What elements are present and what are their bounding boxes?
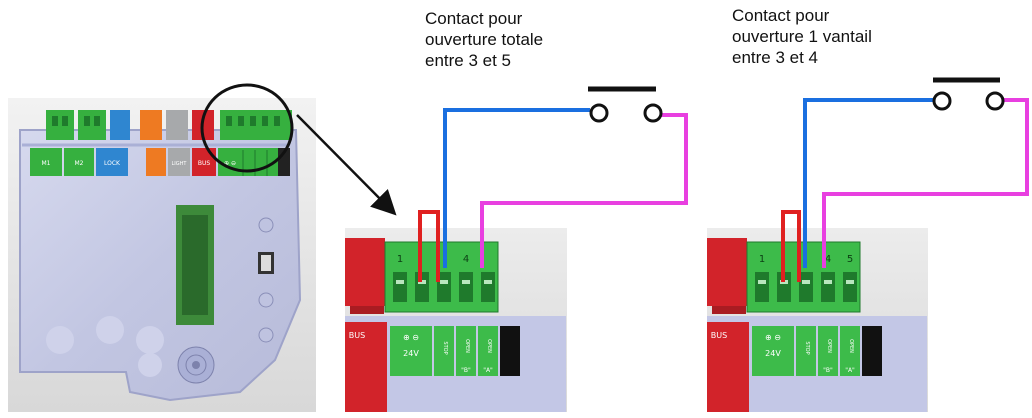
- module-label-light: LIGHT: [172, 161, 188, 167]
- zoom-arrow: [296, 114, 397, 216]
- wiring-total: [418, 108, 688, 282]
- highlight-circle: [200, 83, 294, 173]
- strip-label-a: "A": [845, 367, 855, 374]
- caption-total-opening: Contact pour ouverture totale entre 3 et…: [425, 8, 543, 71]
- strip-label-stop: STOP: [442, 341, 448, 354]
- strip-label-a: "A": [483, 367, 493, 374]
- strip-label-open-b: OPEN: [826, 339, 832, 353]
- caption-line: entre 3 et 4: [732, 48, 819, 67]
- terminal-number: 1: [397, 254, 403, 265]
- strip-label-bus: BUS: [349, 331, 365, 340]
- strip-label-open-b: OPEN: [464, 339, 470, 353]
- strip-label-polarity: ⊕ ⊖: [403, 333, 419, 342]
- strip-label-stop: STOP: [804, 341, 810, 354]
- module-label-m2: M2: [75, 160, 84, 167]
- wiring-single-leaf: [781, 98, 1029, 282]
- terminal-zoom-total: 1 4 BUS ⊕ ⊖ 24V STOP OPEN OPEN "B" "A": [345, 228, 567, 412]
- strip-label-open-a: OPEN: [848, 339, 854, 353]
- strip-label-b: "B": [461, 367, 471, 374]
- terminal-number: 4: [463, 254, 469, 265]
- push-button-contact-total: [588, 86, 663, 123]
- caption-single-leaf-opening: Contact pour ouverture 1 vantail entre 3…: [732, 5, 872, 68]
- caption-line: ouverture 1 vantail: [732, 27, 872, 46]
- strip-label-b: "B": [823, 367, 833, 374]
- caption-line: ouverture totale: [425, 30, 544, 49]
- caption-line: Contact pour: [425, 9, 523, 28]
- strip-label-bus: BUS: [711, 331, 727, 340]
- strip-label-open-a: OPEN: [486, 339, 492, 353]
- top-connectors: [46, 110, 292, 140]
- strip-label-24v: 24V: [765, 349, 781, 358]
- module-label-m1: M1: [42, 160, 51, 167]
- strip-label-polarity: ⊕ ⊖: [765, 333, 781, 342]
- terminal-zoom-single-leaf: 1 4 5 BUS ⊕ ⊖ 24V STOP OPEN OPEN "B" "A": [707, 228, 928, 412]
- module-label-power: ⊕ ⊖: [224, 160, 236, 167]
- terminal-number: 5: [847, 254, 853, 265]
- strip-label-24v: 24V: [403, 349, 419, 358]
- board-module-strip: M1 M2 LOCK LIGHT BUS ⊕ ⊖: [30, 148, 290, 176]
- control-board-photo: M1 M2 LOCK LIGHT BUS ⊕ ⊖: [8, 83, 316, 412]
- terminal-number: 1: [759, 254, 765, 265]
- module-label-bus: BUS: [198, 160, 211, 167]
- terminal-number: 4: [825, 254, 831, 265]
- caption-line: Contact pour: [732, 6, 830, 25]
- module-label-lock: LOCK: [104, 160, 121, 167]
- push-button-contact-single-leaf: [932, 77, 1005, 111]
- caption-line: entre 3 et 5: [425, 51, 512, 70]
